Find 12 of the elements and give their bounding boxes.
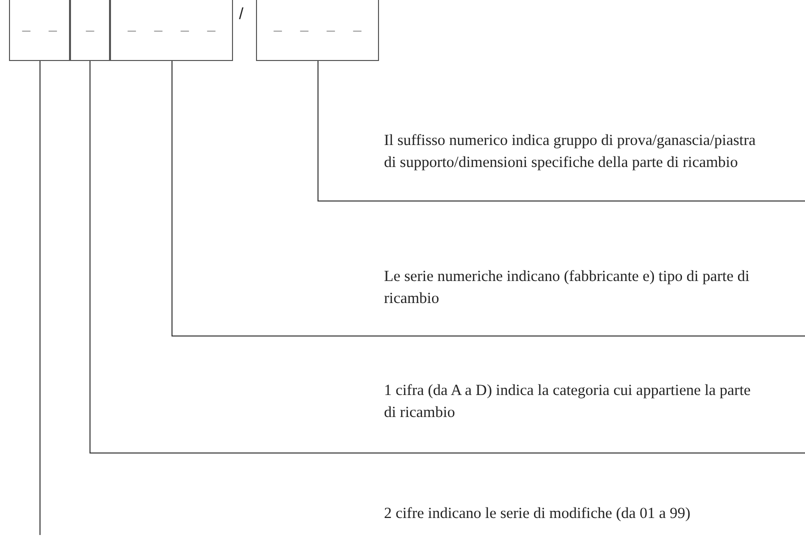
separator-slash: / bbox=[239, 6, 244, 24]
description-text: 1 cifra (da A a D) indica la categoria cui appartiene la parte di ricambio bbox=[384, 380, 764, 453]
code-field: – – – – bbox=[110, 0, 233, 61]
leader-line bbox=[90, 60, 805, 454]
code-field: – – bbox=[9, 0, 70, 61]
code-field: – bbox=[70, 0, 110, 61]
leader-line bbox=[318, 60, 805, 202]
description-text: 2 cifre indicano le serie di modifiche (da 01 a 99) bbox=[384, 503, 764, 525]
leader-line bbox=[172, 60, 805, 336]
description-text: Le serie numeriche indicano (fabbricante e) tipo di parte di ricambio bbox=[384, 266, 764, 336]
description-text: Il suffisso numerico indica gruppo di prova/ganascia/piastra di supporto/dimensioni specifiche della parte di ricambio bbox=[384, 130, 764, 201]
code-field: – – – – bbox=[256, 0, 379, 61]
